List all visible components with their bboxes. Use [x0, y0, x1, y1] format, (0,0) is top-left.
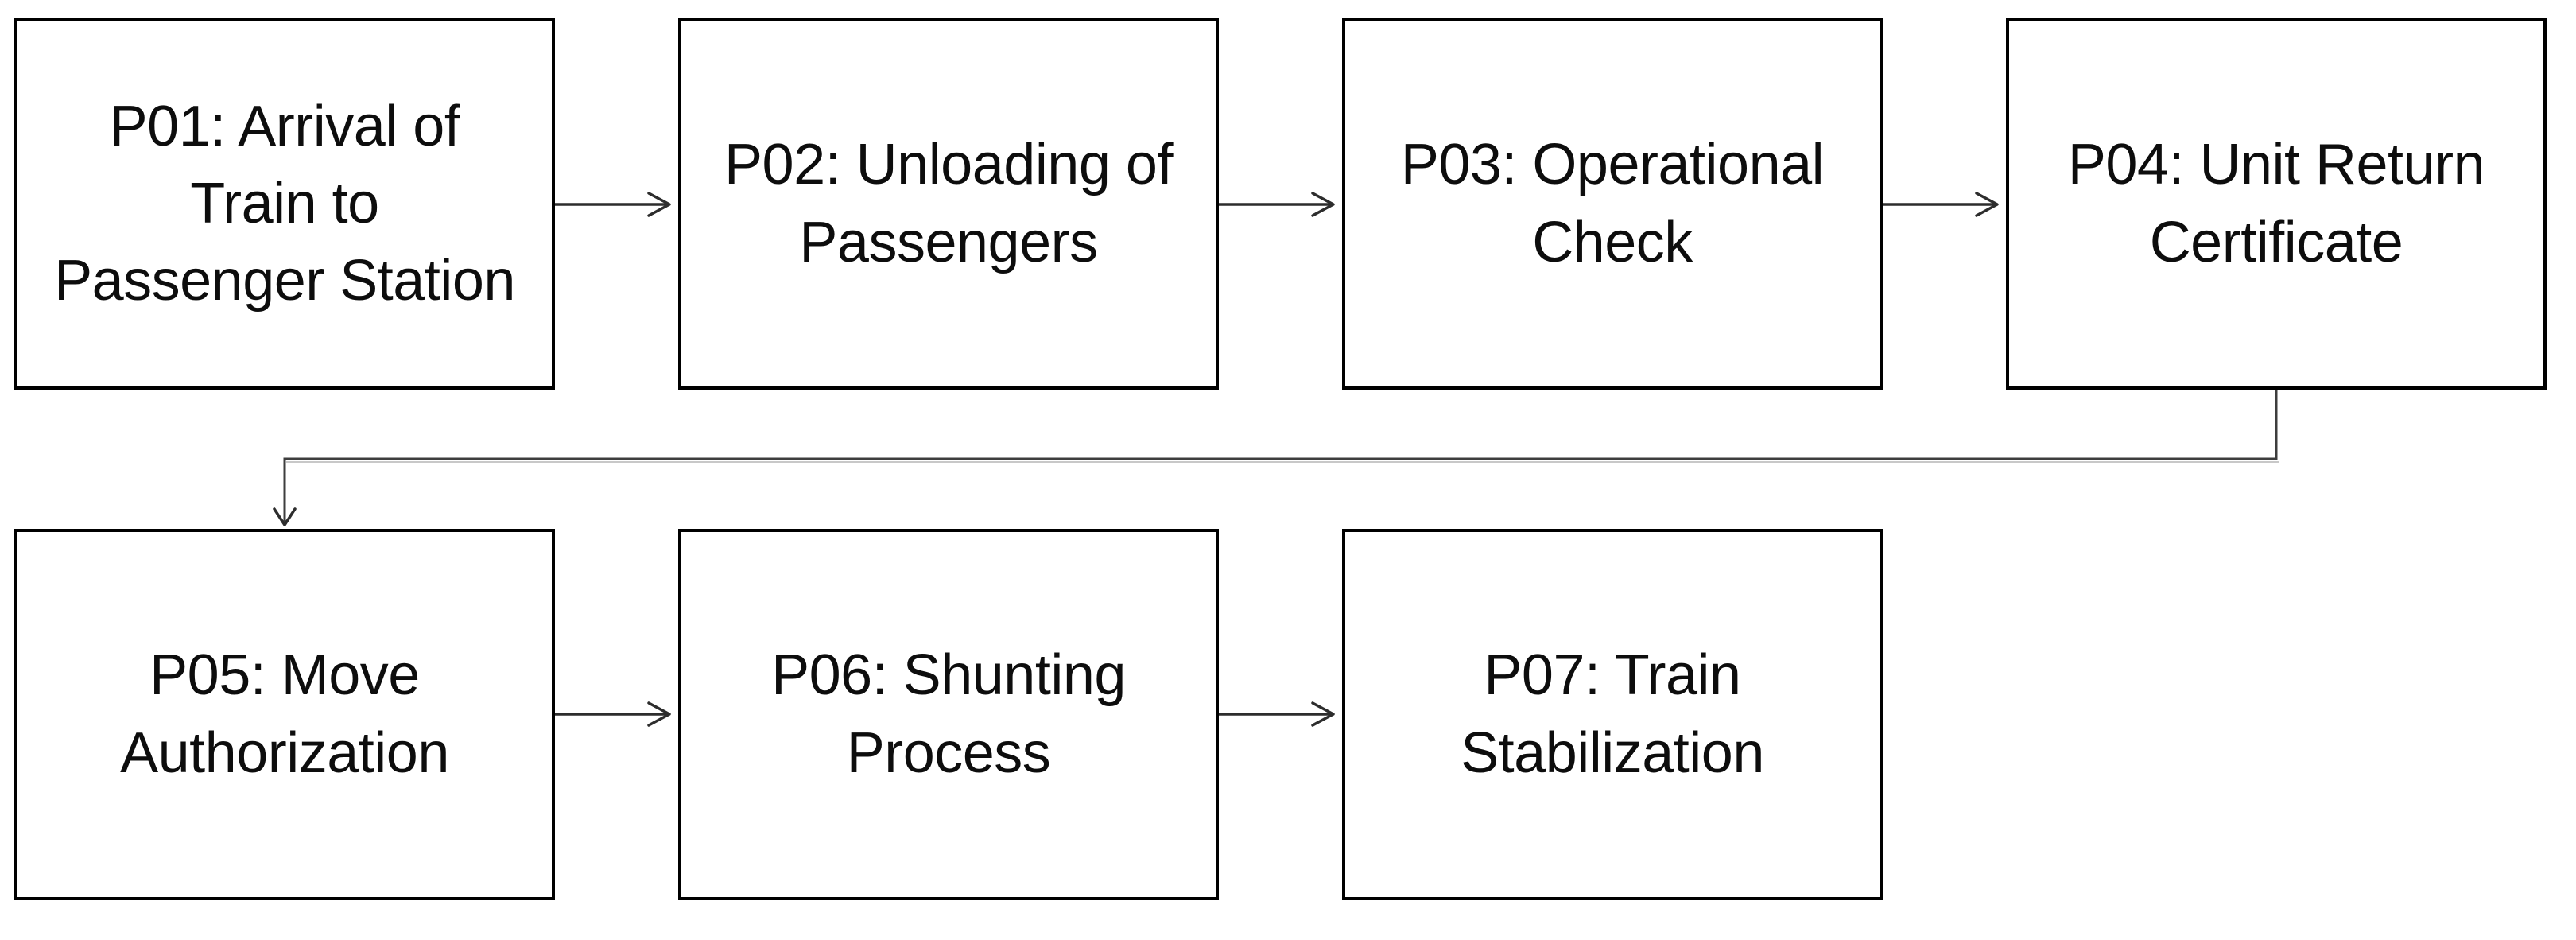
flow-node-p06-label: P06: Shunting Process — [771, 643, 1126, 785]
flow-node-p07-label: P07: Train Stabilization — [1461, 643, 1764, 785]
flow-node-p02: P02: Unloading of Passengers — [678, 18, 1219, 390]
flow-node-p07: P07: Train Stabilization — [1342, 529, 1883, 900]
arrow-p06-p07 — [1219, 701, 1335, 727]
flow-node-p06: P06: Shunting Process — [678, 529, 1219, 900]
arrow-p01-p02 — [555, 192, 671, 217]
flow-node-p05-label: P05: Move Authorization — [120, 643, 449, 785]
flow-node-p05: P05: Move Authorization — [14, 529, 555, 900]
arrow-p02-p03 — [1219, 192, 1335, 217]
flow-node-p01-label: P01: Arrival of Train to Passenger Stati… — [54, 94, 515, 313]
arrow-p04-p05-elbow — [273, 390, 2279, 526]
flow-node-p03-label: P03: Operational Check — [1400, 133, 1825, 274]
arrow-p03-p04 — [1883, 192, 1999, 217]
flow-node-p03: P03: Operational Check — [1342, 18, 1883, 390]
flow-node-p01: P01: Arrival of Train to Passenger Stati… — [14, 18, 555, 390]
flow-node-p04-label: P04: Unit Return Certificate — [2067, 133, 2485, 274]
flow-node-p04: P04: Unit Return Certificate — [2006, 18, 2547, 390]
arrow-p05-p06 — [555, 701, 671, 727]
flow-node-p02-label: P02: Unloading of Passengers — [724, 133, 1173, 274]
